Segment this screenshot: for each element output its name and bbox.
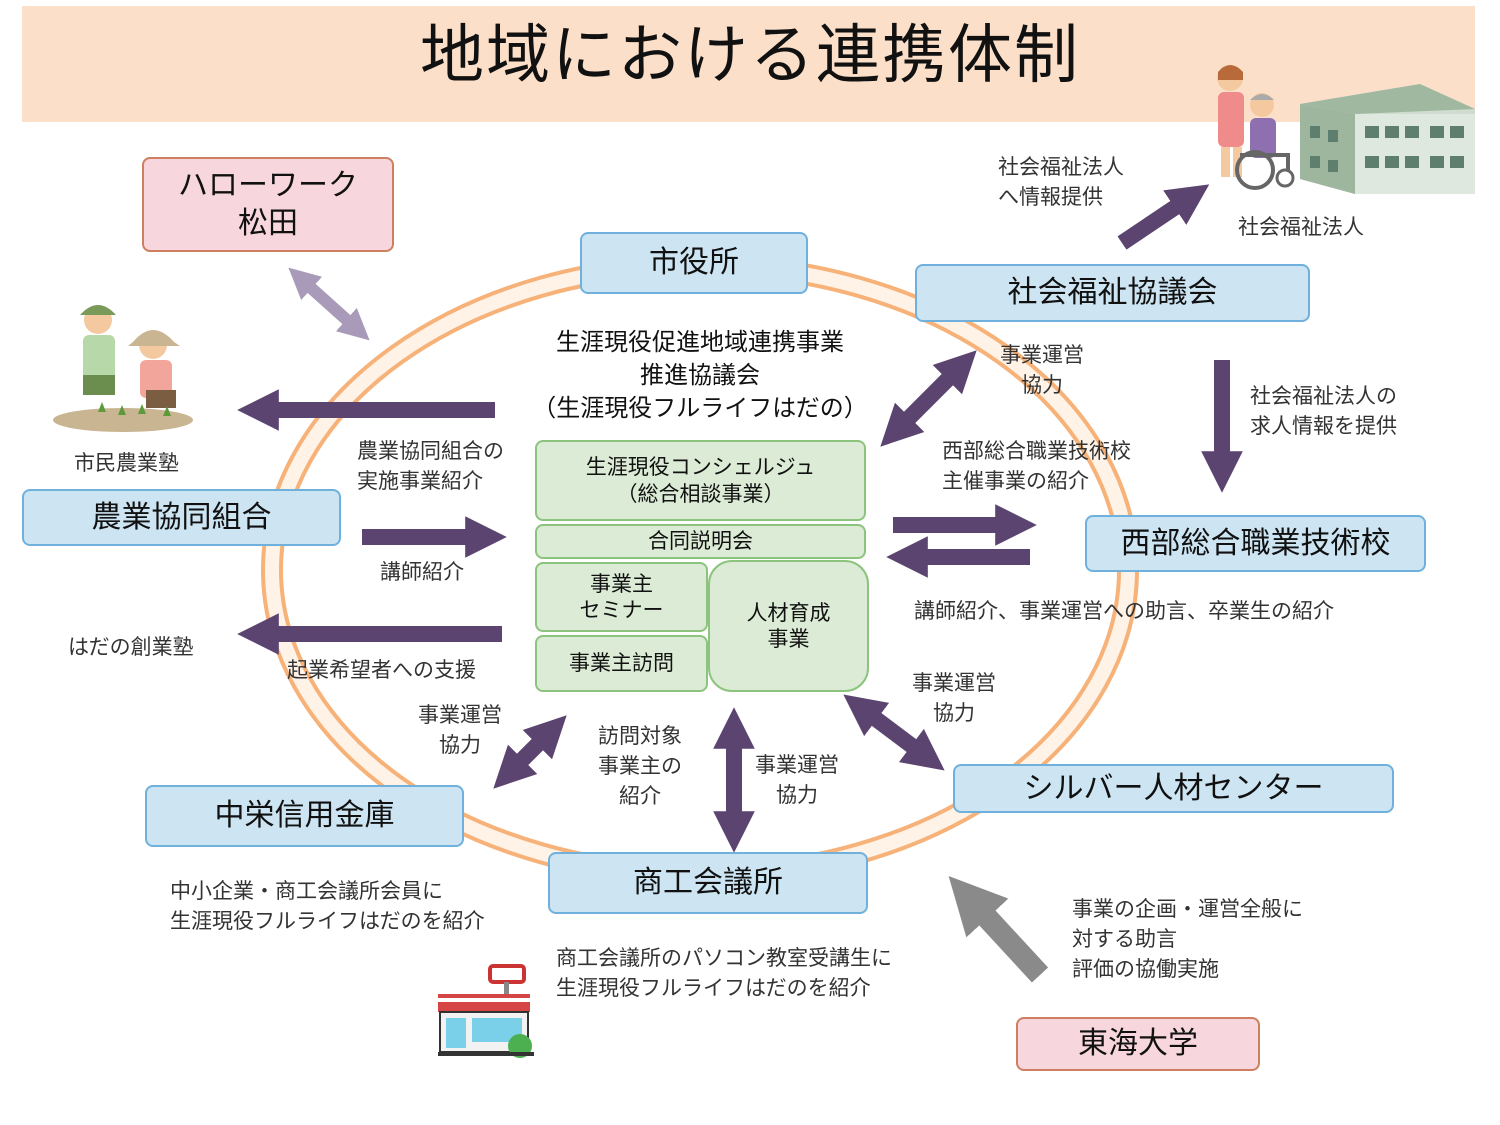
council-title-line3: （生涯現役フルライフはだの） bbox=[532, 394, 868, 422]
shakyo-unei-line2: 協力 bbox=[1021, 373, 1063, 397]
seminar-line2: セミナー bbox=[579, 598, 664, 622]
kigyo-shien-label: 起業希望者への支援 bbox=[287, 658, 476, 682]
shakyo-unei-line1: 事業運営 bbox=[1000, 343, 1084, 367]
seminar-box[interactable]: 事業主 セミナー bbox=[535, 562, 708, 632]
homon-taisho-line1: 訪問対象 bbox=[598, 724, 682, 748]
arrow-hellowork-double bbox=[288, 267, 370, 341]
council-title-line2: 推進協議会 bbox=[640, 361, 760, 389]
arrow-chuei-double bbox=[493, 715, 567, 789]
chuei-note-line2: 生涯現役フルライフはだのを紹介 bbox=[170, 909, 485, 933]
shimin-nogyo-label: 市民農業塾 bbox=[74, 451, 179, 475]
kyujin-label: 社会福祉法人の 求人情報を提供 bbox=[1250, 381, 1397, 441]
kyujin-line2: 求人情報を提供 bbox=[1250, 414, 1397, 438]
tokai-note-line1: 事業の企画・運営全般に bbox=[1072, 897, 1303, 921]
council-title: 生涯現役促進地域連携事業 推進協議会 （生涯現役フルライフはだの） bbox=[490, 326, 910, 425]
seibu-shusai-label: 西部総合職業技術校 主催事業の紹介 bbox=[942, 436, 1131, 496]
shokokai-unei-line2: 協力 bbox=[776, 783, 818, 807]
jinzai-line1: 人材育成 bbox=[746, 600, 831, 625]
fukushi-houjin-label: 社会福祉法人 bbox=[1238, 215, 1364, 239]
fukushi-info-label: 社会福祉法人 へ情報提供 bbox=[998, 152, 1124, 212]
shokokai-node[interactable]: 商工会議所 bbox=[548, 852, 868, 914]
homon-taisho-line2: 事業主の bbox=[598, 754, 682, 778]
nokyo-node[interactable]: 農業協同組合 bbox=[22, 489, 341, 546]
building-illustration bbox=[1300, 84, 1475, 194]
nokyo-intro-label: 農業協同組合の 実施事業紹介 bbox=[357, 436, 504, 496]
seminar-line1: 事業主 bbox=[590, 571, 653, 596]
chuei-node[interactable]: 中栄信用金庫 bbox=[145, 785, 464, 847]
koshi-intro-label: 講師紹介 bbox=[380, 560, 464, 584]
tokai-note-label: 事業の企画・運営全般に 対する助言 評価の協働実施 bbox=[1072, 894, 1303, 984]
homon-taisho-label: 訪問対象 事業主の 紹介 bbox=[598, 721, 682, 811]
cityhall-node[interactable]: 市役所 bbox=[580, 232, 808, 294]
hellowork-line2: 松田 bbox=[238, 205, 298, 241]
joint-briefing-box[interactable]: 合同説明会 bbox=[535, 524, 866, 559]
kyujin-line1: 社会福祉法人の bbox=[1250, 384, 1397, 408]
silver-unei-line2: 協力 bbox=[933, 701, 975, 725]
concierge-line1: 生涯現役コンシェルジュ bbox=[585, 455, 816, 480]
concierge-line2: （総合相談事業） bbox=[616, 481, 785, 506]
shokokai-note-line2: 生涯現役フルライフはだのを紹介 bbox=[556, 976, 871, 1000]
fukushi-info-line2: へ情報提供 bbox=[998, 185, 1103, 209]
nokyo-intro-line2: 実施事業紹介 bbox=[357, 469, 483, 493]
arrow-to-fukushi-houjin bbox=[1117, 184, 1210, 250]
chuei-note-line1: 中小企業・商工会議所会員に bbox=[170, 879, 443, 903]
chuei-note-label: 中小企業・商工会議所会員に 生涯現役フルライフはだのを紹介 bbox=[170, 876, 485, 936]
shokokai-note-line1: 商工会議所のパソコン教室受講生に bbox=[556, 946, 892, 970]
shakyo-unei-label: 事業運営 協力 bbox=[1000, 340, 1084, 400]
shokokai-unei-label: 事業運営 協力 bbox=[755, 750, 839, 810]
hadano-sogyo-label: はだの創業塾 bbox=[68, 635, 194, 659]
chuei-unei-line2: 協力 bbox=[439, 733, 481, 757]
council-title-line1: 生涯現役促進地域連携事業 bbox=[556, 328, 844, 356]
homon-taisho-line3: 紹介 bbox=[619, 784, 661, 808]
seibu-node[interactable]: 西部総合職業技術校 bbox=[1085, 515, 1426, 572]
seibu-shusai-line2: 主催事業の紹介 bbox=[942, 469, 1089, 493]
arrow-shakyo-double bbox=[880, 350, 977, 447]
seibu-under-label: 講師紹介、事業運営への助言、卒業生の紹介 bbox=[914, 599, 1334, 623]
caregiver-illustration bbox=[1217, 65, 1295, 190]
shop-illustration bbox=[438, 964, 534, 1058]
hellowork-line1: ハローワーク bbox=[178, 168, 358, 203]
page-title: 地域における連携体制 bbox=[420, 19, 1080, 93]
hellowork-node[interactable]: ハローワーク 松田 bbox=[142, 157, 394, 252]
nokyo-intro-line1: 農業協同組合の bbox=[357, 439, 504, 463]
chuei-unei-label: 事業運営 協力 bbox=[418, 700, 502, 760]
seibu-shusai-line1: 西部総合職業技術校 bbox=[942, 439, 1131, 463]
arrow-tokai bbox=[948, 875, 1049, 983]
shokokai-unei-line1: 事業運営 bbox=[755, 753, 839, 777]
farmers-illustration bbox=[53, 305, 193, 432]
silver-node[interactable]: シルバー人材センター bbox=[953, 764, 1394, 813]
arrow-silver-double bbox=[843, 694, 945, 771]
silver-unei-line1: 事業運営 bbox=[912, 671, 996, 695]
shokokai-note-label: 商工会議所のパソコン教室受講生に 生涯現役フルライフはだのを紹介 bbox=[556, 943, 892, 1003]
shakyo-node[interactable]: 社会福祉協議会 bbox=[915, 264, 1310, 322]
fukushi-info-line1: 社会福祉法人 bbox=[998, 155, 1124, 179]
tokai-note-line2: 対する助言 bbox=[1072, 927, 1177, 951]
silver-unei-label: 事業運営 協力 bbox=[912, 668, 996, 728]
jinzai-box[interactable]: 人材育成 事業 bbox=[708, 560, 869, 692]
tokai-node[interactable]: 東海大学 bbox=[1016, 1017, 1260, 1071]
visit-box[interactable]: 事業主訪問 bbox=[535, 635, 708, 692]
chuei-unei-line1: 事業運営 bbox=[418, 703, 502, 727]
tokai-note-line3: 評価の協働実施 bbox=[1072, 957, 1219, 981]
concierge-box[interactable]: 生涯現役コンシェルジュ （総合相談事業） bbox=[535, 440, 866, 521]
jinzai-line2: 事業 bbox=[767, 627, 810, 651]
